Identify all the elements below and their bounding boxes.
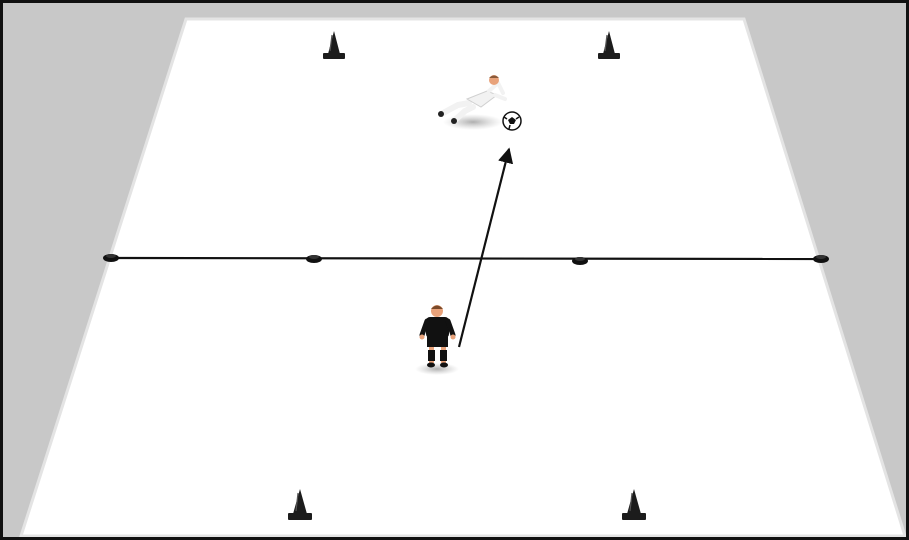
halfway-line [111,258,821,259]
marker-disc-center-left [306,255,322,263]
marker-disc-right [813,255,829,263]
drill-diagram [3,3,909,540]
marker-disc-center-right [572,257,588,265]
marker-disc-left [103,254,119,262]
ball [503,112,521,130]
field [21,19,905,536]
